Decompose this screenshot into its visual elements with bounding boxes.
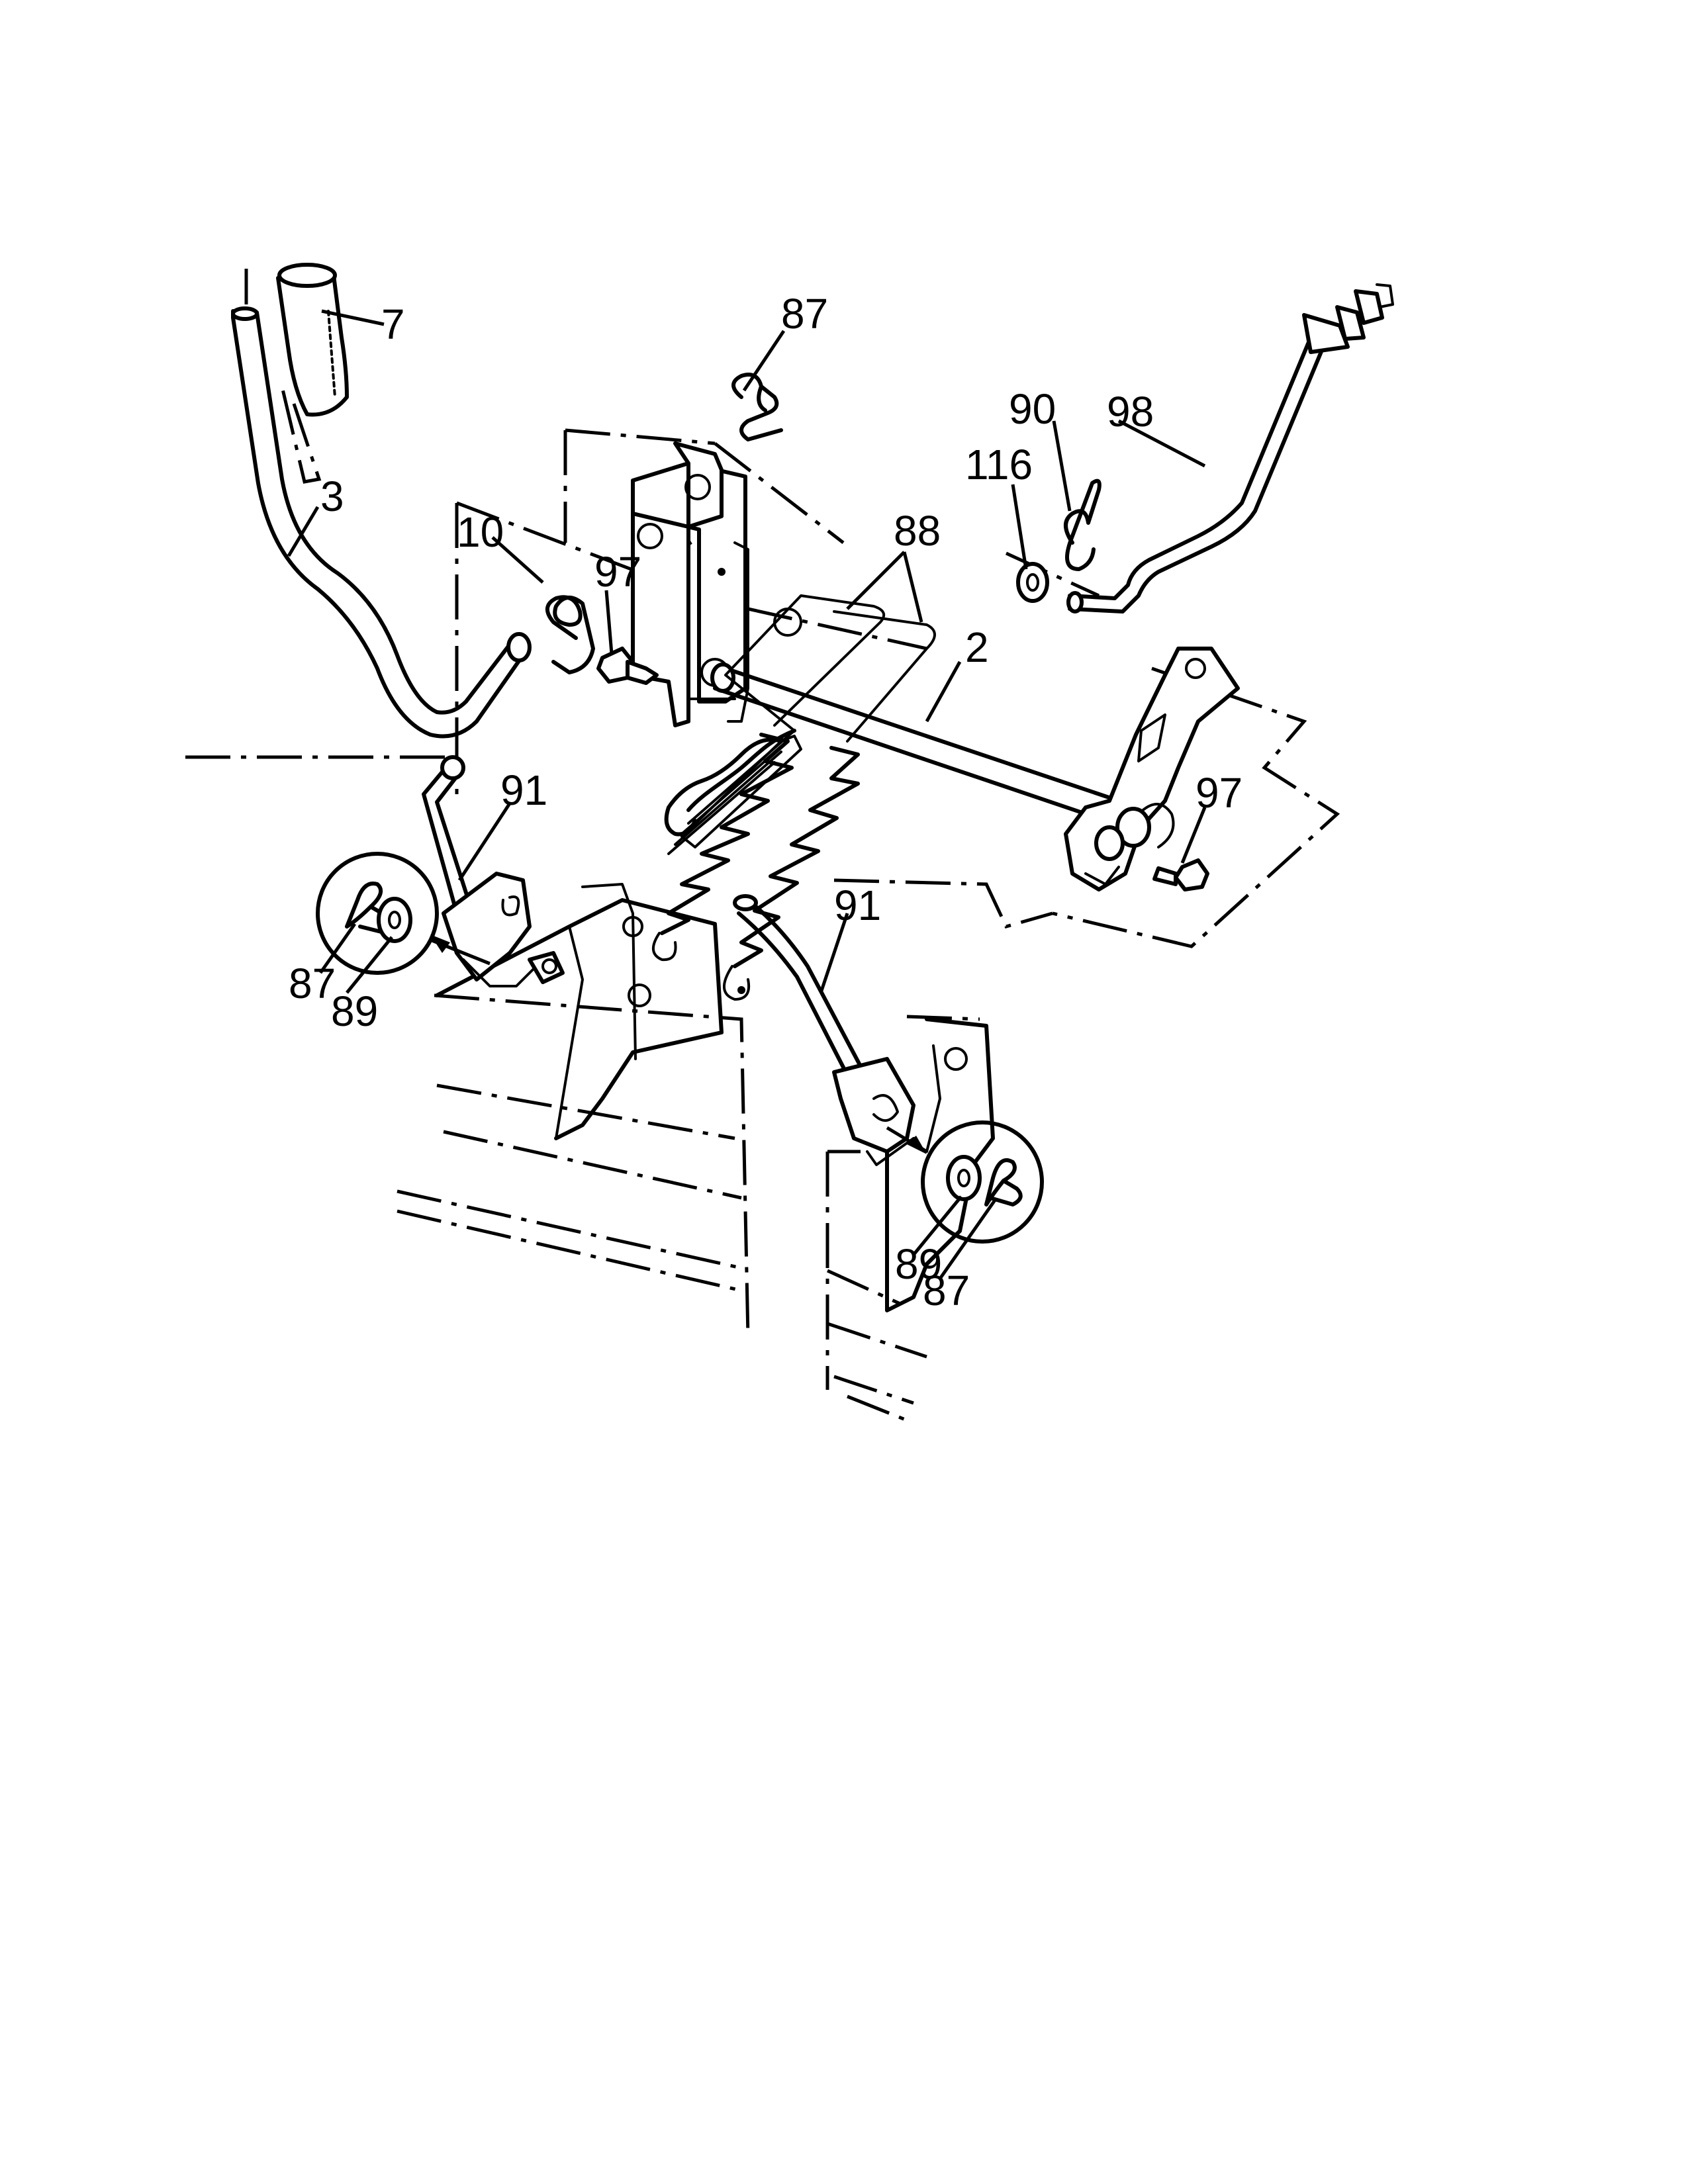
hairpin-clip-adjuster (1064, 478, 1102, 571)
callout-lift-shaft: 2 (965, 623, 989, 671)
callout-lift-link-left: 91 (500, 766, 547, 814)
callout-bolt-left: 97 (594, 548, 641, 596)
callout-detail-right-clip: 87 (923, 1267, 970, 1314)
detail-circle-left (316, 852, 491, 975)
hairpin-clip-top (731, 373, 783, 441)
leader-lines (287, 309, 1207, 1280)
adjuster-rod (1066, 283, 1394, 614)
callout-washer: 116 (965, 441, 1033, 488)
torsion-spring (545, 595, 595, 674)
bolt-right (1152, 858, 1209, 891)
phantom-lines (185, 269, 1340, 1425)
callout-lift-handle: 3 (320, 473, 344, 520)
callout-detail-left-clip: 87 (289, 960, 336, 1007)
callout-labels: 7 3 87 10 97 88 2 116 90 98 97 91 91 87 … (289, 290, 1243, 1314)
callout-clip-adjuster: 90 (1009, 385, 1056, 433)
callout-clip-top: 87 (781, 290, 828, 338)
lift-handle (231, 306, 532, 739)
callout-torsion-spring: 10 (457, 508, 504, 556)
assist-spring-coils (652, 610, 936, 1001)
washer (1016, 562, 1049, 603)
handle-grip (276, 263, 349, 417)
lift-arm-right (1064, 647, 1240, 891)
callout-bolt-right: 97 (1196, 769, 1243, 817)
lift-shaft (710, 662, 1141, 829)
deck-bracket-left (435, 883, 745, 1140)
callout-detail-left-washer: 89 (331, 987, 378, 1035)
callout-grip: 7 (381, 300, 405, 348)
callout-lift-link-right: 91 (834, 882, 881, 929)
assist-spring-left (664, 594, 886, 855)
bolt-left (596, 647, 659, 685)
deck-bracket-right (885, 1017, 995, 1312)
callout-detail-right-washer: 89 (895, 1240, 942, 1288)
lift-link-right (733, 894, 915, 1166)
callout-assist-springs: 88 (894, 507, 941, 555)
detail-circle-right (886, 1120, 1044, 1244)
callout-adjuster-rod: 98 (1107, 388, 1154, 435)
